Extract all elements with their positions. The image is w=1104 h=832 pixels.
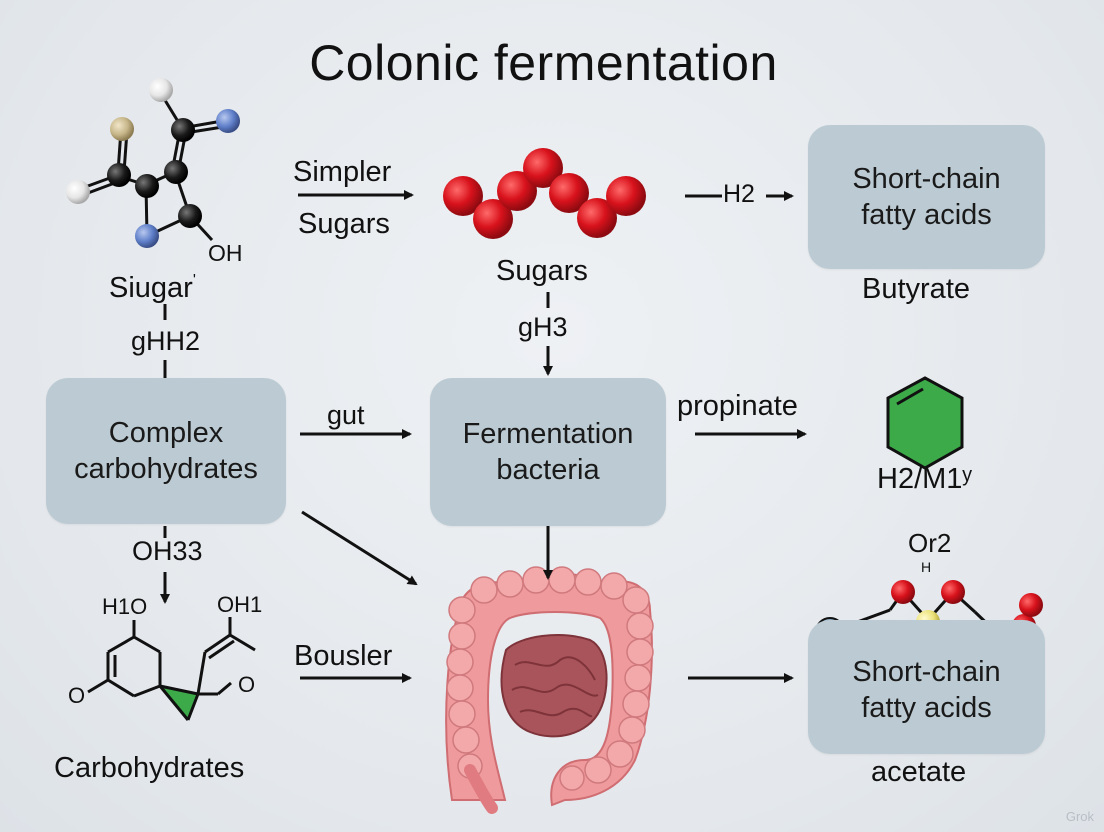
node-complex-line2: carbohydrates <box>74 453 258 485</box>
node-scfa-bottom-line2: fatty acids <box>861 692 992 724</box>
sugar-molecule-atoms-icon <box>66 78 240 248</box>
label-acetate: acetate <box>871 756 967 788</box>
node-complex-line1: Complex <box>108 417 224 449</box>
sugar-molecule-icon <box>76 91 230 242</box>
arrow-label-bousler: Bousler <box>294 640 393 672</box>
label-siugar-mark: ' <box>192 272 196 289</box>
label-oh: OH <box>208 240 243 266</box>
arrow-label-simpler: Simpler <box>293 156 392 188</box>
carbohydrate-structure-icon <box>87 617 256 721</box>
sugar-chain-icon <box>443 148 646 239</box>
node-fermentation-line1: Fermentation <box>462 418 634 450</box>
label-or2-tick: H <box>921 559 932 575</box>
node-scfa-bottom-line1: Short-chain <box>852 656 1001 688</box>
node-scfa-top-line2: fatty acids <box>861 199 992 231</box>
label-butyrate: Butyrate <box>862 273 970 305</box>
arrow-label-propinate: propinate <box>677 390 798 422</box>
label-oh1: OH1 <box>217 592 263 617</box>
label-o-right: O <box>238 672 256 697</box>
diagram-title: Colonic fermentation <box>309 35 778 91</box>
node-complex-carbohydrates: Complex carbohydrates <box>46 378 286 524</box>
arrow-complex-to-colon <box>301 510 418 586</box>
arrow-label-gh3: gH3 <box>518 312 568 342</box>
node-fermentation-line2: bacteria <box>496 454 600 486</box>
node-scfa-top: Short-chain fatty acids <box>808 125 1045 269</box>
label-or2: Or2 <box>908 528 952 558</box>
label-siugar: Siugar' <box>109 272 196 305</box>
watermark: Grok <box>1065 809 1094 824</box>
node-scfa-bottom: Short-chain fatty acids <box>808 620 1045 754</box>
colon-illustration-icon <box>445 566 654 814</box>
label-o-left: O <box>68 683 86 708</box>
label-sugars: Sugars <box>496 255 588 287</box>
node-scfa-top-line1: Short-chain <box>852 163 1001 195</box>
label-h2m: H2/M1ʸ <box>877 463 972 495</box>
benzene-ring-icon <box>886 376 964 470</box>
label-carbohydrates: Carbohydrates <box>54 752 245 784</box>
arrow-label-gh2: gHH2 <box>131 326 201 356</box>
arrow-label-sugars: Sugars <box>298 208 390 240</box>
label-siugar-text: Siugar <box>109 272 193 304</box>
arrow-label-gut: gut <box>327 400 365 430</box>
arrow-label-h2: H2 <box>723 180 755 208</box>
label-h1o: H1O <box>102 594 148 619</box>
node-fermentation-bacteria: Fermentation bacteria <box>430 378 666 526</box>
arrow-label-oh33: OH33 <box>132 536 203 566</box>
arrows <box>160 190 807 683</box>
